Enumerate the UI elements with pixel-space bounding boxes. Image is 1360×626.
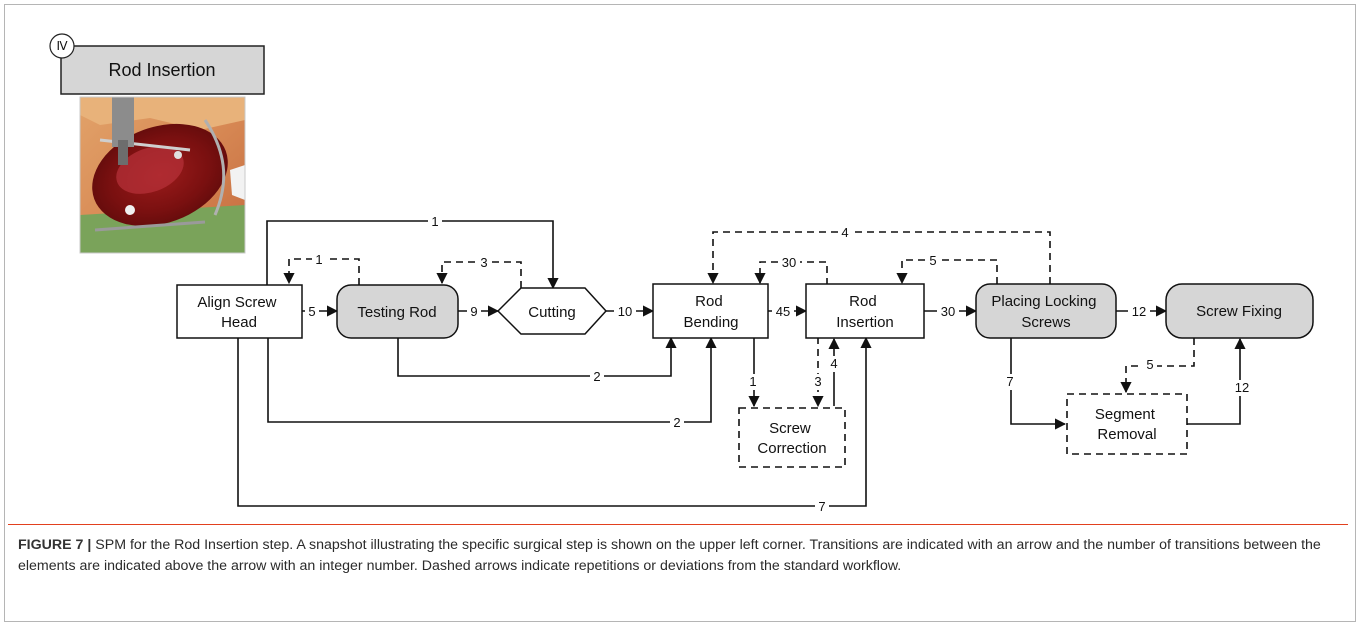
edge-testing-to-bending <box>397 336 677 377</box>
edge-label-correction-to-insertion: 4 <box>830 356 837 371</box>
node-align-screw-head-line1: Align Screw <box>197 294 276 311</box>
node-placing-locking-screws-line2: Screws <box>1021 314 1070 331</box>
node-placing-locking-screws-line1: Placing Locking <box>991 293 1096 310</box>
edge-label-cutting-to-bending: 10 <box>618 304 632 319</box>
node-screw-correction-line1: Screw <box>769 420 811 437</box>
node-testing-rod-label: Testing Rod <box>357 304 436 321</box>
edge-label-testing-to-cutting: 9 <box>470 304 477 319</box>
svg-text:Align Screw Head: Align Screw Head <box>197 294 280 331</box>
edge-label-bending-to-insertion: 45 <box>776 304 790 319</box>
svg-text:Placing Locking Screws: Placing Locking Screws <box>991 293 1100 331</box>
edge-label-align-to-bending: 2 <box>673 415 680 430</box>
edge-align-to-bending <box>267 336 717 423</box>
edge-label-removal-to-fixing: 12 <box>1235 380 1249 395</box>
node-placing-locking-screws: Placing Locking Screws <box>975 283 1117 339</box>
edge-locking-to-bending <box>707 231 1051 285</box>
edge-align-to-cutting <box>266 220 559 290</box>
edge-locking-to-removal <box>1010 338 1067 430</box>
node-screw-fixing-label: Screw Fixing <box>1196 303 1282 320</box>
figure-caption: FIGURE 7 | SPM for the Rod Insertion ste… <box>8 524 1348 620</box>
node-segment-removal: Segment Removal <box>1066 393 1188 455</box>
edge-removal-to-fixing <box>1187 337 1246 425</box>
step-header: Rod Insertion Ⅳ <box>49 33 265 95</box>
figure-caption-text: SPM for the Rod Insertion step. A snapsh… <box>18 537 1321 574</box>
edge-label-align-to-testing: 5 <box>308 304 315 319</box>
edge-label-bending-to-correction: 1 <box>749 374 756 389</box>
edge-label-locking-to-removal: 7 <box>1006 374 1013 389</box>
node-screw-fixing: Screw Fixing <box>1165 283 1314 339</box>
edge-align-to-insertion <box>237 336 872 507</box>
edge-label-insertion-to-locking: 30 <box>941 304 955 319</box>
node-align-screw-head: Align Screw Head <box>176 284 303 339</box>
step-badge-numeral: Ⅳ <box>56 39 67 53</box>
node-rod-bending-line2: Bending <box>683 314 738 331</box>
edge-label-testing-to-align: 1 <box>315 252 322 267</box>
edge-insertion-to-bending <box>754 261 828 285</box>
node-rod-insertion-line1: Rod <box>849 293 877 310</box>
step-title: Rod Insertion <box>108 60 215 80</box>
svg-text:Screw Correction: Screw Correction <box>757 420 826 457</box>
figure-label: FIGURE 7 | <box>18 537 92 553</box>
node-cutting: Cutting <box>496 287 608 335</box>
svg-text:Segment Removal: Segment Removal <box>1095 406 1159 443</box>
node-screw-correction-line2: Correction <box>757 440 826 457</box>
figure-frame <box>4 4 1356 622</box>
svg-text:Rod Insertion: Rod Insertion <box>836 293 894 331</box>
edge-label-cutting-to-testing: 3 <box>480 255 487 270</box>
edge-fixing-to-removal <box>1120 338 1195 394</box>
node-rod-insertion: Rod Insertion <box>805 283 925 339</box>
node-segment-removal-line2: Removal <box>1097 426 1156 443</box>
node-rod-bending-line1: Rod <box>695 293 723 310</box>
node-cutting-label: Cutting <box>528 304 576 321</box>
node-segment-removal-line1: Segment <box>1095 406 1156 423</box>
edge-label-align-to-insertion: 7 <box>818 499 825 514</box>
edge-label-insertion-to-correction: 3 <box>814 374 821 389</box>
surgical-photo <box>79 96 246 254</box>
node-rod-insertion-line2: Insertion <box>836 314 894 331</box>
node-align-screw-head-line2: Head <box>221 314 257 331</box>
edge-label-insertion-to-bending: 30 <box>782 255 796 270</box>
edge-locking-to-insertion <box>896 259 998 285</box>
edge-label-locking-to-insertion: 5 <box>929 253 936 268</box>
edge-label-locking-to-bending: 4 <box>841 225 848 240</box>
edge-label-align-to-cutting: 1 <box>431 214 438 229</box>
edge-label-locking-to-fixing: 12 <box>1132 304 1146 319</box>
edge-label-testing-to-bending: 2 <box>593 369 600 384</box>
step-title-box <box>60 45 265 95</box>
node-screw-correction: Screw Correction <box>738 407 846 468</box>
node-rod-bending: Rod Bending <box>652 283 769 339</box>
svg-text:Rod Bending: Rod Bending <box>683 293 738 331</box>
step-badge <box>49 33 75 59</box>
node-testing-rod: Testing Rod <box>336 284 459 339</box>
edge-label-fixing-to-removal: 5 <box>1146 357 1153 372</box>
